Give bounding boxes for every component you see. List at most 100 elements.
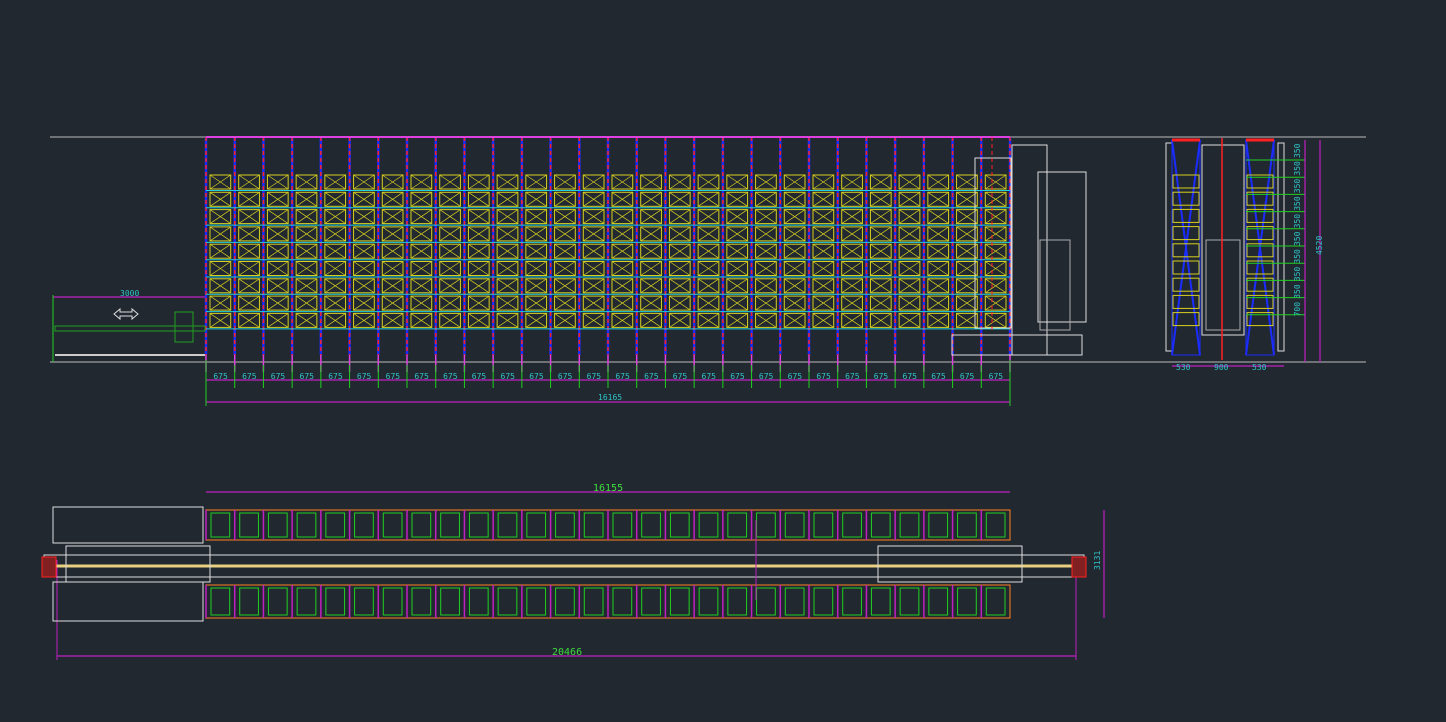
bidirectional-arrow-icon bbox=[113, 307, 139, 321]
pallet-cross bbox=[525, 192, 547, 207]
plan-station-left bbox=[65, 545, 211, 583]
pallet-cross bbox=[697, 209, 720, 224]
bay-width-label: 675 bbox=[213, 372, 228, 381]
pallet-box bbox=[295, 278, 318, 294]
pallet-box bbox=[266, 243, 289, 259]
pallet-box bbox=[381, 261, 404, 276]
pallet-box bbox=[755, 209, 777, 225]
pallet-cross bbox=[870, 192, 892, 207]
pallet-cross bbox=[841, 313, 863, 328]
pallet-box bbox=[956, 174, 978, 190]
pallet-cross bbox=[956, 226, 978, 242]
pallet-box bbox=[611, 191, 634, 207]
side-level-label: 350 bbox=[1293, 179, 1302, 194]
plan-pallet-position bbox=[210, 587, 231, 616]
pallet-box bbox=[898, 191, 921, 207]
pallet-box bbox=[266, 295, 289, 311]
pallet-box bbox=[726, 312, 749, 328]
plan-pallet-position bbox=[612, 512, 633, 538]
pallet-cross bbox=[898, 209, 921, 224]
plan-crane bbox=[877, 545, 1023, 583]
pallet-cross bbox=[726, 243, 748, 259]
pallet-box bbox=[209, 174, 232, 190]
pallet-box bbox=[956, 226, 978, 242]
pallet-box bbox=[984, 278, 1007, 294]
pallet-box bbox=[783, 243, 806, 259]
pallet-box bbox=[209, 278, 232, 294]
pallet-box bbox=[726, 174, 749, 190]
pallet-cross bbox=[784, 295, 806, 311]
side-pallet bbox=[1246, 294, 1274, 309]
pallet-box bbox=[295, 191, 318, 207]
pallet-cross bbox=[697, 174, 720, 190]
pallet-box bbox=[812, 209, 835, 225]
plan-pallet-position bbox=[842, 512, 862, 538]
pallet-cross bbox=[554, 261, 576, 276]
pallet-cross bbox=[611, 174, 633, 190]
plan-pallet-position bbox=[267, 512, 288, 538]
pallet-cross bbox=[784, 174, 806, 190]
pallet-cross bbox=[841, 174, 863, 190]
pallet-cross bbox=[669, 295, 691, 311]
pallet-box bbox=[697, 243, 720, 259]
pallet-box bbox=[266, 278, 289, 294]
bay-width-label: 675 bbox=[501, 372, 516, 381]
plan-pallet-position bbox=[870, 587, 891, 616]
pallet-cross bbox=[267, 243, 289, 259]
pallet-cross bbox=[583, 209, 605, 224]
plan-pallet-position bbox=[813, 587, 834, 616]
pallet-cross bbox=[353, 278, 375, 294]
pallet-box bbox=[295, 209, 318, 225]
plan-end-buffer-left bbox=[41, 556, 57, 578]
pallet-cross bbox=[324, 174, 346, 190]
pallet-cross bbox=[295, 295, 318, 311]
pallet-cross bbox=[956, 209, 978, 224]
cabinet-panel bbox=[1039, 239, 1071, 331]
pallet-cross bbox=[468, 174, 490, 190]
side-frame-left bbox=[1165, 142, 1173, 352]
pallet-cross bbox=[755, 278, 777, 294]
pallet-box bbox=[209, 295, 232, 311]
pallet-cross bbox=[410, 174, 432, 190]
pallet-box bbox=[209, 226, 232, 242]
plan-pallet-position bbox=[641, 512, 661, 538]
conveyor-bed bbox=[54, 325, 206, 332]
bay-width-label: 675 bbox=[702, 372, 717, 381]
pallet-cross bbox=[353, 295, 375, 311]
conveyor-length-label: 3000 bbox=[120, 289, 139, 298]
pallet-cross bbox=[583, 226, 605, 242]
pallet-cross bbox=[985, 278, 1007, 294]
pallet-cross bbox=[898, 261, 921, 276]
pallet-cross bbox=[439, 295, 461, 311]
plan-pallet-position bbox=[612, 587, 633, 616]
pallet-box bbox=[324, 243, 347, 259]
pallet-cross bbox=[583, 295, 605, 311]
pallet-cross bbox=[525, 209, 547, 224]
pallet-box bbox=[554, 278, 576, 294]
plan-pallet-position bbox=[239, 512, 259, 538]
pallet-box bbox=[554, 174, 576, 190]
pallet-box bbox=[496, 261, 519, 276]
pallet-cross bbox=[841, 243, 863, 259]
pallet-box bbox=[266, 174, 289, 190]
pallet-cross bbox=[985, 313, 1007, 328]
pallet-box bbox=[755, 226, 777, 242]
pallet-cross bbox=[238, 261, 260, 276]
plan-pallet-position bbox=[267, 587, 288, 616]
pallet-box bbox=[238, 226, 260, 242]
pallet-cross bbox=[496, 295, 519, 311]
pallet-box bbox=[353, 226, 375, 242]
bay-width-label: 675 bbox=[644, 372, 659, 381]
pallet-cross bbox=[611, 278, 633, 294]
pallet-cross bbox=[238, 278, 260, 294]
side-pallet bbox=[1246, 191, 1274, 206]
pallet-cross bbox=[209, 295, 231, 311]
side-frame-right bbox=[1277, 142, 1285, 352]
pallet-cross bbox=[468, 192, 490, 207]
side-pallet bbox=[1172, 243, 1200, 258]
bay-width-label: 675 bbox=[271, 372, 286, 381]
plan-pallet-position bbox=[985, 587, 1006, 616]
pallet-box bbox=[956, 191, 978, 207]
pallet-box bbox=[439, 174, 461, 190]
pallet-cross bbox=[755, 174, 777, 190]
